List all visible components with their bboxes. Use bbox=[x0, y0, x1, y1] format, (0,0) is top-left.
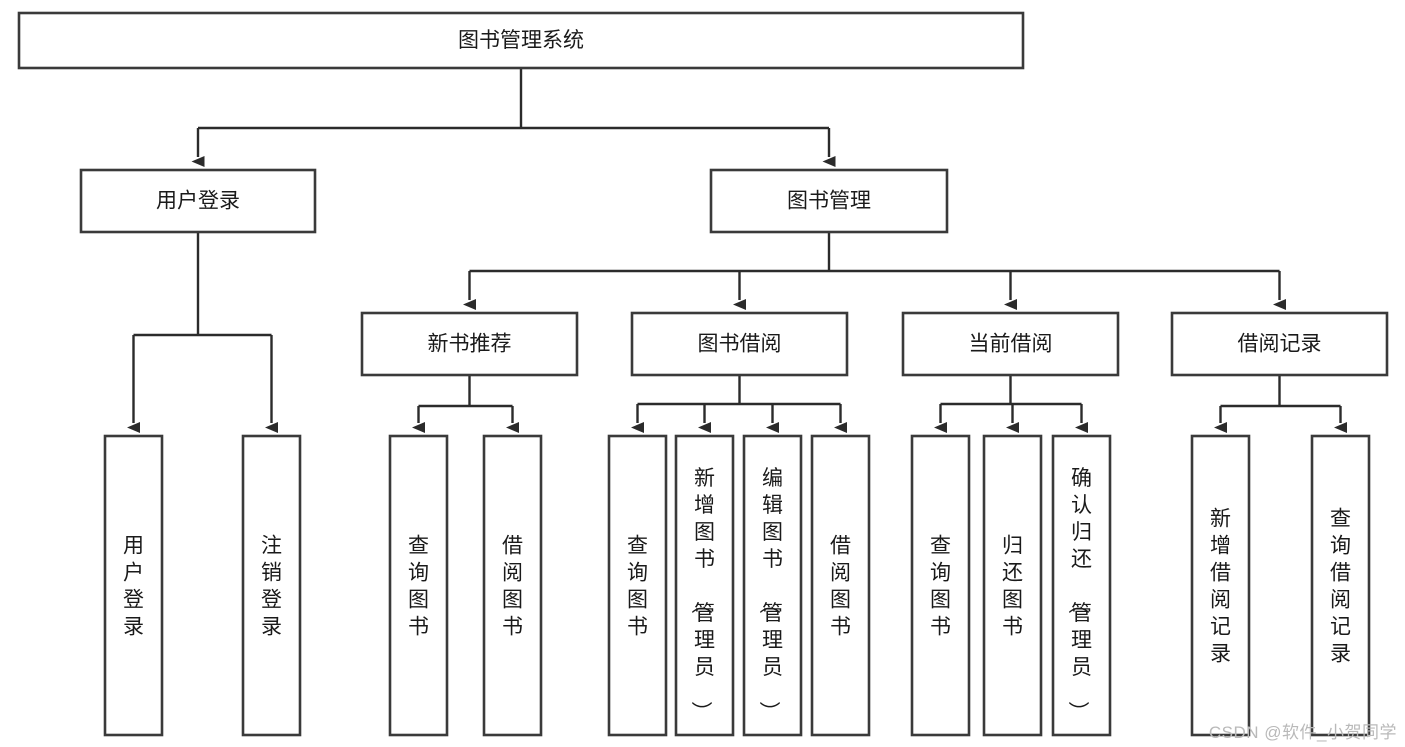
node-box-query-books-1 bbox=[388, 434, 449, 737]
node-box-confirm-return-admin bbox=[1051, 434, 1112, 737]
node-current-borrow[interactable]: 当前借阅 bbox=[901, 311, 1120, 377]
node-label-book-borrow: 图书借阅 bbox=[698, 333, 782, 356]
node-box-book-management bbox=[709, 168, 949, 234]
node-book-management[interactable]: 图书管理 bbox=[709, 168, 949, 234]
node-label-edit-book-admin: 编辑图书（管理员） bbox=[757, 467, 783, 722]
node-label-query-borrow-record: 查询借阅记录 bbox=[1330, 508, 1351, 666]
node-box-return-books bbox=[982, 434, 1043, 737]
node-label-user-login: 用户登录 bbox=[156, 190, 240, 213]
node-confirm-return-admin[interactable]: 确认归还（管理员） bbox=[1051, 434, 1112, 737]
node-label-current-borrow: 当前借阅 bbox=[969, 333, 1053, 356]
node-label-user-logout-leaf: 注销登录 bbox=[261, 535, 282, 639]
node-label-user-login-leaf: 用户登录 bbox=[123, 535, 144, 639]
node-label-confirm-return-admin: 确认归还（管理员） bbox=[1066, 467, 1092, 722]
connector-layer bbox=[127, 68, 1347, 433]
node-box-borrow-books-2 bbox=[810, 434, 871, 737]
node-label-undefined: 图书管理系统 bbox=[458, 29, 584, 52]
node-label-return-books: 归还图书 bbox=[1002, 535, 1023, 639]
node-box-add-book-admin bbox=[674, 434, 735, 737]
node-box-user-login bbox=[79, 168, 317, 234]
node-box-query-books-3 bbox=[910, 434, 971, 737]
node-query-borrow-record[interactable]: 查询借阅记录 bbox=[1310, 434, 1371, 737]
node-label-new-book-recommend: 新书推荐 bbox=[428, 333, 512, 356]
node-label-book-management: 图书管理 bbox=[787, 190, 871, 213]
node-user-login-leaf[interactable]: 用户登录 bbox=[103, 434, 164, 737]
node-query-books-2[interactable]: 查询图书 bbox=[607, 434, 668, 737]
node-label-query-books-1: 查询图书 bbox=[408, 535, 429, 639]
node-book-borrow[interactable]: 图书借阅 bbox=[630, 311, 849, 377]
node-return-books[interactable]: 归还图书 bbox=[982, 434, 1043, 737]
node-label-borrow-books-2: 借阅图书 bbox=[830, 535, 851, 639]
node-undefined[interactable]: 图书管理系统 bbox=[17, 11, 1025, 70]
node-borrow-books-1[interactable]: 借阅图书 bbox=[482, 434, 543, 737]
node-box-edit-book-admin bbox=[742, 434, 803, 737]
node-box-user-logout-leaf bbox=[241, 434, 302, 737]
node-edit-book-admin[interactable]: 编辑图书（管理员） bbox=[742, 434, 803, 737]
node-label-query-books-2: 查询图书 bbox=[627, 535, 648, 639]
node-layer: 图书管理系统用户登录用户登录注销登录图书管理新书推荐查询图书借阅图书图书借阅查询… bbox=[17, 11, 1389, 737]
watermark-text: CSDN @软件_小贺同学 bbox=[1208, 723, 1397, 742]
node-box-undefined bbox=[17, 11, 1025, 70]
node-box-new-book-recommend bbox=[360, 311, 579, 377]
node-box-borrow-records bbox=[1170, 311, 1389, 377]
node-label-query-books-3: 查询图书 bbox=[930, 535, 951, 639]
node-box-add-borrow-record bbox=[1190, 434, 1251, 737]
node-user-logout-leaf[interactable]: 注销登录 bbox=[241, 434, 302, 737]
node-label-borrow-books-1: 借阅图书 bbox=[502, 535, 523, 639]
node-borrow-books-2[interactable]: 借阅图书 bbox=[810, 434, 871, 737]
node-add-borrow-record[interactable]: 新增借阅记录 bbox=[1190, 434, 1251, 737]
node-user-login[interactable]: 用户登录 bbox=[79, 168, 317, 234]
node-box-query-borrow-record bbox=[1310, 434, 1371, 737]
node-label-add-borrow-record: 新增借阅记录 bbox=[1210, 508, 1231, 666]
node-add-book-admin[interactable]: 新增图书（管理员） bbox=[674, 434, 735, 737]
node-box-query-books-2 bbox=[607, 434, 668, 737]
node-box-book-borrow bbox=[630, 311, 849, 377]
node-query-books-3[interactable]: 查询图书 bbox=[910, 434, 971, 737]
node-box-borrow-books-1 bbox=[482, 434, 543, 737]
node-query-books-1[interactable]: 查询图书 bbox=[388, 434, 449, 737]
node-label-borrow-records: 借阅记录 bbox=[1238, 333, 1322, 356]
node-box-user-login-leaf bbox=[103, 434, 164, 737]
node-new-book-recommend[interactable]: 新书推荐 bbox=[360, 311, 579, 377]
node-label-add-book-admin: 新增图书（管理员） bbox=[689, 467, 715, 722]
node-borrow-records[interactable]: 借阅记录 bbox=[1170, 311, 1389, 377]
node-box-current-borrow bbox=[901, 311, 1120, 377]
